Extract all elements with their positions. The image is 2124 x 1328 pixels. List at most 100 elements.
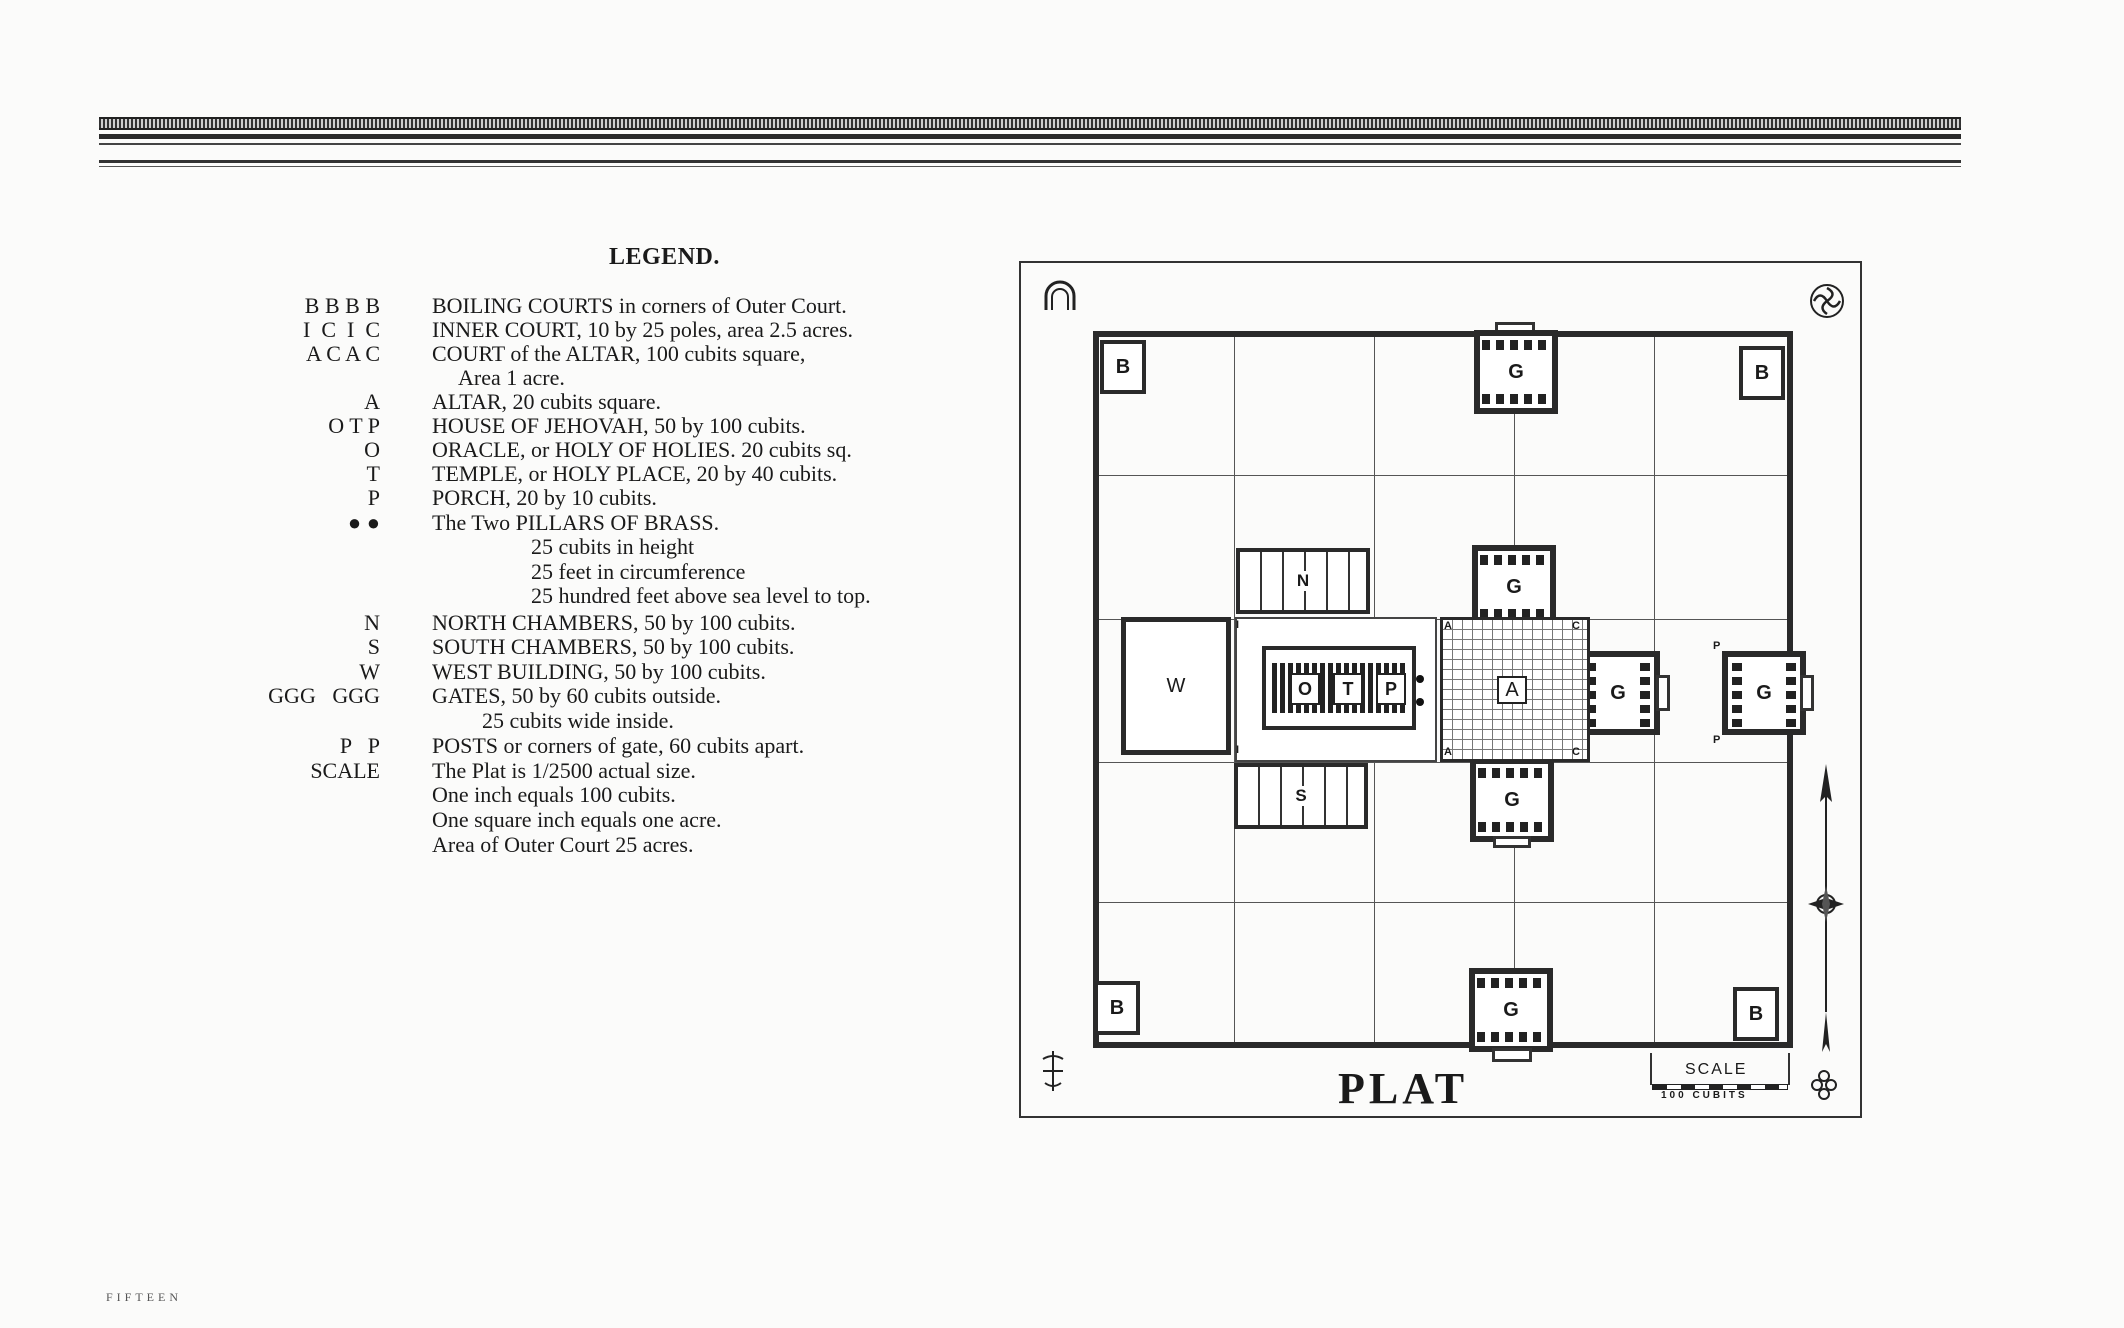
legend-key: A C A C — [306, 341, 380, 366]
legend-description: One square inch equals one acre. — [432, 807, 722, 832]
altar: A — [1497, 676, 1527, 704]
legend-description: COURT of the ALTAR, 100 cubits square, — [432, 341, 806, 366]
gate-label: G — [1753, 681, 1775, 705]
legend-row: Area of Outer Court 25 acres. — [0, 833, 1000, 857]
legend-description: One inch equals 100 cubits. — [432, 782, 676, 807]
legend-key: W — [359, 659, 380, 684]
gate-label: G — [1607, 681, 1629, 705]
legend-row: P PORCH, 20 by 10 cubits. — [0, 486, 1000, 510]
legend-description: ORACLE, or HOLY OF HOLIES. 20 cubits sq. — [432, 437, 852, 462]
boiling-court-sw: B — [1094, 981, 1140, 1035]
legend-title: LEGEND. — [609, 244, 720, 270]
legend-description: PORCH, 20 by 10 cubits. — [432, 485, 657, 510]
legend-row: One inch equals 100 cubits. — [0, 783, 1000, 807]
gate-label: G — [1503, 575, 1525, 599]
inner-court-label: I — [1236, 744, 1240, 756]
legend-description: 25 cubits wide inside. — [482, 708, 674, 733]
legend-description: HOUSE OF JEHOVAH, 50 by 100 cubits. — [432, 413, 806, 438]
boiling-court-ne: B — [1739, 346, 1785, 400]
gate-porch — [1492, 1048, 1532, 1062]
north-arrow-icon — [1808, 764, 1844, 1052]
grid-line — [1234, 337, 1235, 1042]
post-label: P — [1713, 640, 1721, 652]
legend-key: P P — [339, 733, 380, 758]
legend-row: One square inch equals one acre. — [0, 808, 1000, 832]
legend-row: 25 cubits in height — [0, 535, 1000, 559]
spiral-ornament-icon — [1810, 284, 1844, 318]
legend-row: W WEST BUILDING, 50 by 100 cubits. — [0, 660, 1000, 684]
boiling-court-se: B — [1733, 987, 1779, 1041]
south-chambers: S — [1234, 763, 1368, 829]
legend-description: 25 feet in circumference — [531, 559, 746, 584]
plat-frame — [1019, 261, 1862, 1118]
legend-description: WEST BUILDING, 50 by 100 cubits. — [432, 659, 766, 684]
chamber-label: S — [1292, 786, 1310, 806]
inner-court-label: I — [1236, 619, 1240, 631]
outer-gate-north: G — [1474, 330, 1558, 414]
court-corner-label: C — [1572, 620, 1580, 632]
ornamental-border-top — [99, 117, 1961, 130]
north-chambers: N — [1236, 548, 1370, 614]
legend-key: S — [367, 634, 380, 659]
legend-key: T — [366, 461, 380, 486]
gate-label: G — [1500, 998, 1522, 1022]
court-altar-label: A — [1444, 620, 1452, 632]
page-number: FIFTEEN — [106, 1290, 182, 1304]
pillar-of-brass — [1416, 675, 1424, 683]
legend-description: The Two PILLARS OF BRASS. — [432, 510, 720, 535]
gate-label: G — [1505, 360, 1527, 384]
legend-description: Area of Outer Court 25 acres. — [432, 832, 694, 857]
grid-line — [1099, 762, 1787, 763]
gate-label: G — [1501, 788, 1523, 812]
outer-gate-south: G — [1469, 968, 1553, 1052]
legend-description: GATES, 50 by 60 cubits outside. — [432, 683, 722, 708]
legend-row: A C A C COURT of the ALTAR, 100 cubits sq… — [0, 342, 1000, 366]
legend-key: O T P — [328, 413, 380, 438]
border-rule — [99, 166, 1961, 167]
post-label: P — [1713, 734, 1721, 746]
border-rule — [99, 143, 1961, 145]
legend-row: GGG GGG GATES, 50 by 60 cubits outside. — [0, 684, 1000, 708]
boiling-court-nw: B — [1100, 340, 1146, 394]
legend-row: Area 1 acre. — [0, 366, 1000, 390]
porch: P — [1376, 673, 1406, 705]
legend-description: 25 hundred feet above sea level to top. — [531, 583, 871, 608]
legend-description: ALTAR, 20 cubits square. — [432, 389, 662, 414]
legend-description: INNER COURT, 10 by 25 poles, area 2.5 ac… — [432, 317, 854, 342]
inner-gate-north: G — [1472, 545, 1556, 629]
plat-title: PLAT — [1338, 1064, 1469, 1113]
chamber-label: N — [1293, 571, 1313, 591]
arch-ornament-icon — [1044, 280, 1076, 310]
legend-key: ● ● — [347, 510, 380, 535]
legend-description: POSTS or corners of gate, 60 cubits apar… — [432, 733, 805, 758]
legend-description: Area 1 acre. — [458, 365, 565, 390]
quatrefoil-ornament-icon — [1811, 1070, 1837, 1100]
grid-line — [1099, 902, 1787, 903]
legend-description: 25 cubits in height — [531, 534, 695, 559]
court-altar-label: A — [1444, 746, 1452, 758]
pillar-of-brass — [1416, 698, 1424, 706]
scale-label: SCALE — [1685, 1061, 1748, 1078]
inner-gate-south: G — [1470, 758, 1554, 842]
legend-row: 25 hundred feet above sea level to top. — [0, 584, 1000, 608]
gate-porch — [1656, 675, 1670, 711]
border-rule — [99, 160, 1961, 163]
legend-row: 25 cubits wide inside. — [0, 709, 1000, 733]
legend-description: NORTH CHAMBERS, 50 by 100 cubits. — [432, 610, 796, 635]
legend-row: 25 feet in circumference — [0, 560, 1000, 584]
legend-row: O T P HOUSE OF JEHOVAH, 50 by 100 cubits. — [0, 414, 1000, 438]
gate-porch — [1493, 836, 1531, 848]
legend-row: ● ● The Two PILLARS OF BRASS. — [0, 511, 1000, 535]
legend-row: S SOUTH CHAMBERS, 50 by 100 cubits. — [0, 635, 1000, 659]
legend-key: P — [367, 485, 380, 510]
outer-gate-east: G — [1722, 651, 1806, 735]
legend-description: BOILING COURTS in corners of Outer Court… — [432, 293, 847, 318]
scale-units: 100 CUBITS — [1661, 1090, 1748, 1101]
legend-description: SOUTH CHAMBERS, 50 by 100 cubits. — [432, 634, 795, 659]
legend-key: I C I C — [303, 317, 380, 342]
legend-key: GGG GGG — [268, 683, 380, 708]
legend-row: I C I C INNER COURT, 10 by 25 poles, area… — [0, 318, 1000, 342]
